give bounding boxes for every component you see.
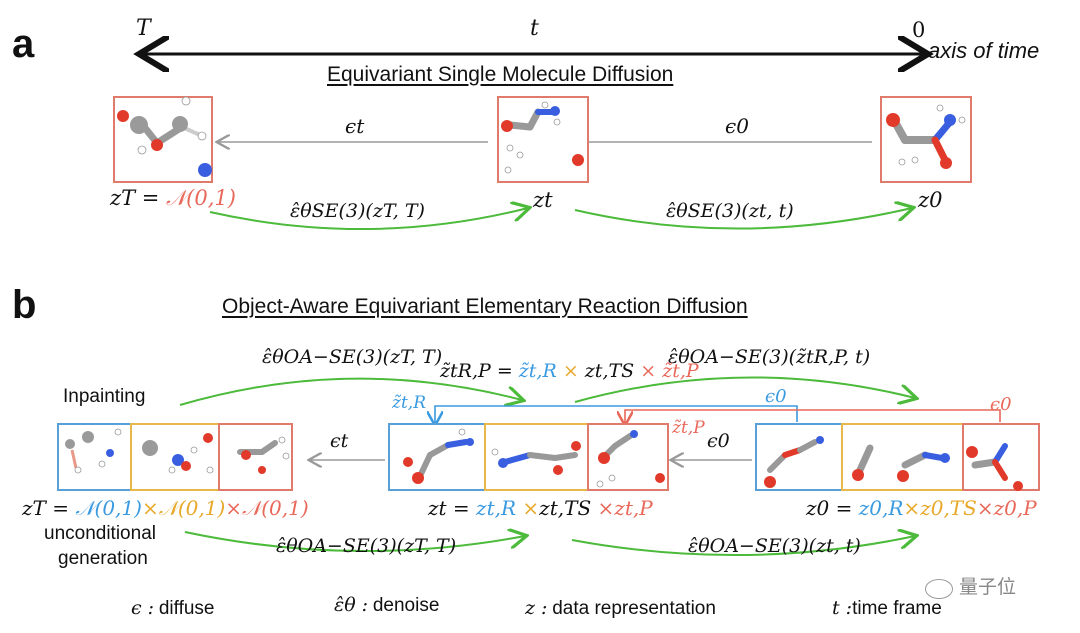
box-zT-b-product xyxy=(218,423,293,491)
bottom-denoise-label-2: ε̂θOA−SE(3)(zt, t) xyxy=(688,535,861,557)
ztilde-equation: z̃tR,P = z̃t,R × zt,TS × z̃t,P xyxy=(440,360,699,382)
box-zt-b-reactant xyxy=(388,423,486,491)
label-ztilde-P: z̃t,P xyxy=(672,418,705,438)
panel-b-heading: Object-Aware Equivariant Elementary Reac… xyxy=(222,295,748,318)
molecule-zT-b-product xyxy=(237,436,290,474)
eps-0-blue: ϵ0 xyxy=(765,386,787,407)
molecule-z0-b-ts xyxy=(852,444,950,482)
molecule-zt-b-reactant xyxy=(403,428,474,484)
legend-diffuse: ϵ : diffuse xyxy=(131,597,215,619)
legend-data-representation: z : data representation xyxy=(525,597,716,619)
panel-letter-b: b xyxy=(12,283,37,327)
denoise-arrow-b-top2 xyxy=(574,376,915,402)
zt-label-a: zt xyxy=(533,188,553,212)
z0-label-a: z0 xyxy=(918,188,943,212)
eps-t-a: ϵt xyxy=(345,114,365,138)
time-axis-t: t xyxy=(530,16,539,41)
eps-0-mid: ϵ0 xyxy=(707,430,730,452)
denoise-arrow-b-bot1 xyxy=(184,532,525,553)
eps-t-b: ϵt xyxy=(330,430,349,452)
legend-time-frame: t :time frame xyxy=(832,597,942,619)
eps-0-a: ϵ0 xyxy=(725,114,749,138)
molecule-z0-a xyxy=(886,104,966,169)
denoise-arrow-a1 xyxy=(209,208,528,230)
label-ztilde-R: z̃t,R xyxy=(392,393,426,413)
molecule-zT-b-ts xyxy=(142,433,214,474)
molecule-zt-b-ts xyxy=(491,441,581,475)
top-denoise-label-2: ε̂θOA−SE(3)(z̃tR,P, t) xyxy=(668,346,871,368)
zt-equation-b: zt = zt,R ×zt,TS ×zt,P xyxy=(428,496,653,520)
legend-denoise: ε̂θ : denoise xyxy=(334,594,440,616)
denoise-arrow-b-bot2 xyxy=(571,536,915,557)
molecule-zt-a xyxy=(501,101,584,174)
molecule-z0-b-reactant xyxy=(764,436,824,488)
blue-condition-arrow xyxy=(435,405,798,424)
zT-label-a: zT = 𝒩(0,1) xyxy=(110,186,236,210)
time-axis-T: T xyxy=(136,16,151,41)
time-axis-zero: 0 xyxy=(912,18,926,42)
red-condition-arrow xyxy=(625,409,1001,424)
z0-equation-b: z0 = z0,R×z0,TS×z0,P xyxy=(806,496,1037,520)
watermark: 量子位 xyxy=(925,572,1016,599)
zT-equation-b: zT = 𝒩(0,1)×𝒩(0,1)×𝒩(0,1) xyxy=(22,496,309,520)
eps-0-red: ϵ0 xyxy=(990,394,1012,415)
unconditional-label-1: unconditional xyxy=(44,523,156,544)
inpainting-label: Inpainting xyxy=(63,386,146,407)
unconditional-label-2: generation xyxy=(58,548,148,569)
denoise-label-a1: ε̂θSE(3)(zT, T) xyxy=(290,200,425,222)
time-axis-label: axis of time xyxy=(928,38,1040,63)
molecule-zt-b-product xyxy=(596,430,665,488)
wechat-icon xyxy=(925,578,953,599)
denoise-arrow-a2 xyxy=(574,208,912,230)
panel-a-heading: Equivariant Single Molecule Diffusion xyxy=(327,63,674,86)
top-denoise-label-1: ε̂θOA−SE(3)(zT, T) xyxy=(262,346,443,368)
denoise-label-a2: ε̂θSE(3)(zt, t) xyxy=(666,200,794,222)
bottom-denoise-label-1: ε̂θOA−SE(3)(zT, T) xyxy=(276,535,457,557)
molecule-zT-a xyxy=(117,96,212,177)
denoise-arrow-b-top1 xyxy=(179,377,522,405)
molecule-zT-b-reactant xyxy=(65,428,122,474)
panel-letter-a: a xyxy=(12,22,35,66)
molecule-z0-b-product xyxy=(966,443,1023,491)
